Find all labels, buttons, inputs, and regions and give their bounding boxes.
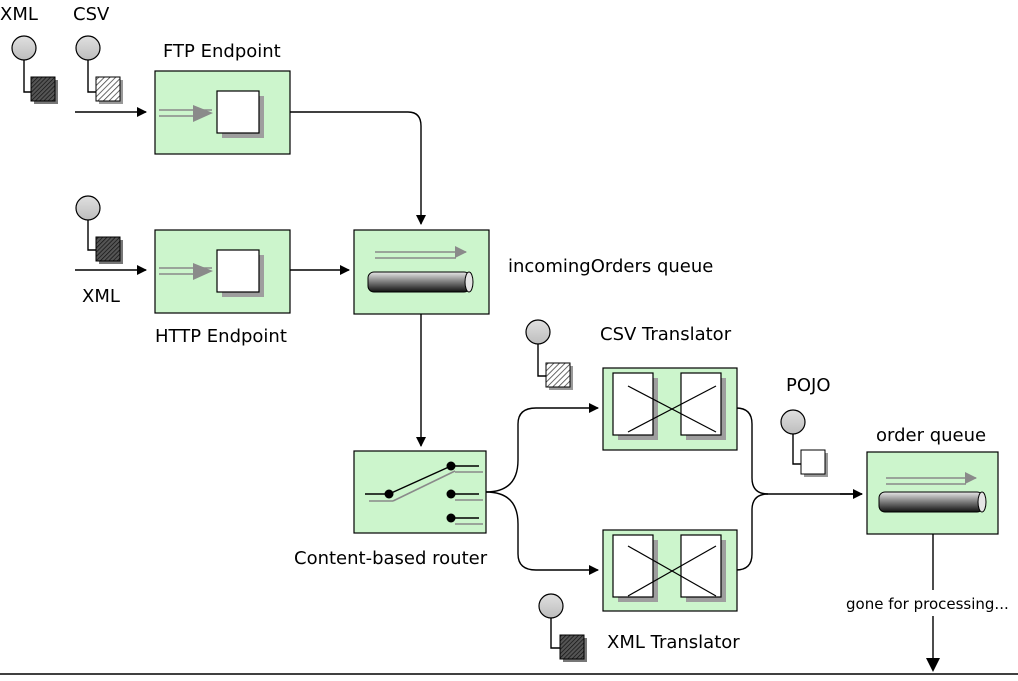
connectors bbox=[75, 107, 940, 672]
message-icon-csv-translator bbox=[525, 319, 573, 390]
csv-translator bbox=[602, 367, 738, 451]
csv-to-order-line bbox=[735, 407, 862, 495]
router-to-csv-arrow bbox=[485, 403, 599, 493]
incoming-orders-queue bbox=[353, 229, 490, 315]
xml-translator bbox=[602, 529, 738, 612]
ftp-endpoint bbox=[154, 70, 291, 155]
order-queue bbox=[866, 451, 999, 535]
message-icon-xml-translator bbox=[538, 593, 587, 662]
label-ftp-endpoint: FTP Endpoint bbox=[163, 41, 281, 62]
gone-label-bg bbox=[842, 590, 1018, 616]
ftp-flow-arrow bbox=[193, 105, 213, 122]
label-order-queue: order queue bbox=[876, 425, 986, 446]
message-icon-xml-http bbox=[75, 195, 123, 264]
http-endpoint bbox=[154, 229, 291, 314]
output-arrowhead bbox=[926, 658, 940, 672]
ftp-to-queue-arrow bbox=[289, 111, 426, 225]
xml-to-order-line bbox=[735, 493, 769, 571]
label-http-endpoint: HTTP Endpoint bbox=[155, 326, 287, 347]
label-content-based-router: Content-based router bbox=[294, 548, 488, 569]
message-icon-csv-top bbox=[75, 35, 123, 104]
label-csv-translator: CSV Translator bbox=[600, 324, 732, 345]
message-icon-xml-top bbox=[11, 35, 58, 104]
label-csv-top: CSV bbox=[73, 4, 110, 25]
label-gone-for-processing: gone for processing... bbox=[846, 595, 1009, 613]
content-based-router bbox=[353, 450, 487, 534]
router-to-xml-arrow bbox=[485, 491, 599, 575]
label-xml-top: XML bbox=[0, 4, 38, 25]
label-incoming-orders-queue: incomingOrders queue bbox=[508, 256, 713, 277]
label-pojo: POJO bbox=[786, 375, 831, 396]
label-xml-http: XML bbox=[82, 286, 120, 307]
message-icon-pojo bbox=[780, 409, 828, 477]
label-xml-translator: XML Translator bbox=[607, 632, 740, 653]
http-flow-arrow bbox=[193, 263, 213, 280]
